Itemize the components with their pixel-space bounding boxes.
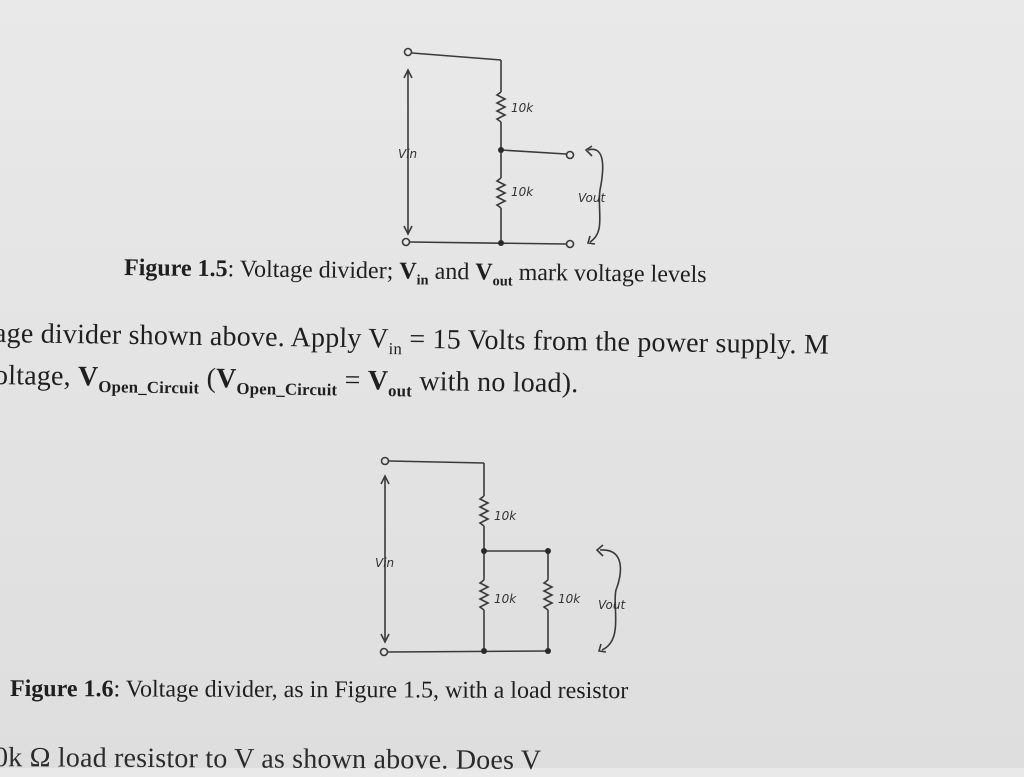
figure-1-5-label: Figure 1.5 <box>123 255 228 283</box>
node-middle <box>498 147 504 153</box>
fig16-label-r-bottom: 10k <box>494 592 517 606</box>
resistor-bottom <box>495 177 507 209</box>
figure-1-6-label: Figure 1.6 <box>9 676 114 703</box>
vout-arrow-head-bottom <box>586 235 596 245</box>
vout-arrow-head-top <box>584 145 593 157</box>
caption-text-b: and <box>428 258 476 286</box>
fig16-node-load-top <box>545 548 551 554</box>
fig16-bottom-wire <box>387 650 549 653</box>
fig16-terminal-top-left <box>380 456 390 466</box>
body-line-3-partial: a 10k Ω load resistor to V as shown abov… <box>0 742 542 777</box>
body-line-2-text-a: oltage, <box>0 360 79 393</box>
body-line-2-v2-main: V <box>215 363 237 395</box>
node-bottom <box>498 240 504 246</box>
caption-vout-sub: out <box>492 273 513 290</box>
body-line-2-v3-sub: out <box>387 381 413 401</box>
body-line-2-v3-main: V <box>367 365 389 397</box>
body-line-2-v2: VOpen_Circuit <box>215 363 338 400</box>
caption-text-c: mark voltage levels <box>512 259 707 289</box>
fig16-vin-arrow-head-top <box>380 474 390 485</box>
body-line-2-text-d: with no load). <box>411 365 579 400</box>
fig16-label-vout: Vout <box>598 598 626 612</box>
terminal-bottom-left <box>401 237 411 247</box>
body-line-1-vin-sub: in <box>388 339 403 359</box>
caption-vin: Vin <box>399 258 429 288</box>
fig16-label-r-load: 10k <box>558 592 581 606</box>
fig16-node-bottom <box>481 648 487 654</box>
caption-vin-sub: in <box>416 272 429 289</box>
fig16-terminal-bottom-left <box>379 647 389 657</box>
figure-1-6-caption-text: : Voltage divider, as in Figure 1.5, wit… <box>113 676 629 705</box>
resistor-top <box>495 91 507 123</box>
fig16-top-wire <box>388 460 485 464</box>
figure-1-6-caption: Figure 1.6: Voltage divider, as in Figur… <box>10 676 628 705</box>
bottom-wire <box>409 241 567 245</box>
body-line-2-v1-main: V <box>77 361 99 393</box>
fig16-resistor-bottom <box>478 579 490 611</box>
terminal-vout-top <box>565 150 575 160</box>
fig16-label-r-top: 10k <box>494 509 517 523</box>
fig16-vin-arrow-head-bottom <box>380 633 390 644</box>
body-line-2-v1: VOpen_Circuit <box>77 361 200 398</box>
body-line-2-text-c: = <box>337 364 369 397</box>
label-vout: Vout <box>578 191 606 205</box>
vout-wire-top <box>500 149 567 155</box>
body-line-2-text-b: ( <box>199 362 217 395</box>
vout-arrow-curve <box>587 148 604 243</box>
body-line-1-text-a: age divider shown above. Apply V <box>0 318 389 355</box>
vin-arrow-head-top <box>403 68 413 79</box>
fig16-vout-arrow-head-bottom <box>597 643 607 653</box>
terminal-top-left <box>403 47 413 57</box>
fig16-label-vin: Vin <box>375 556 394 570</box>
body-line-2-v3: Vout <box>367 365 413 401</box>
fig16-vout-arrow-curve <box>599 549 622 651</box>
fig16-node-middle <box>481 548 487 554</box>
fig16-vout-arrow-head-top <box>595 544 604 557</box>
label-r-bottom: 10k <box>511 185 534 199</box>
fig16-node-load-bottom <box>545 648 551 654</box>
vin-arrow-head-bottom <box>403 225 413 236</box>
fig16-resistor-load <box>542 579 554 611</box>
fig16-resistor-top <box>478 495 490 527</box>
label-vin: Vin <box>398 147 417 161</box>
body-line-1-text-b: = 15 Volts from the power supply. M <box>401 323 830 361</box>
caption-vout: Vout <box>475 259 513 289</box>
body-line-2-v1-sub: Open_Circuit <box>98 377 200 398</box>
caption-vin-main: V <box>399 258 417 285</box>
caption-text-a: : Voltage divider; <box>227 256 400 285</box>
body-line-2-v2-sub: Open_Circuit <box>236 378 338 400</box>
terminal-vout-bottom <box>565 239 575 249</box>
label-r-top: 10k <box>511 101 534 115</box>
caption-vout-main: V <box>475 259 493 286</box>
top-wire <box>411 52 502 61</box>
